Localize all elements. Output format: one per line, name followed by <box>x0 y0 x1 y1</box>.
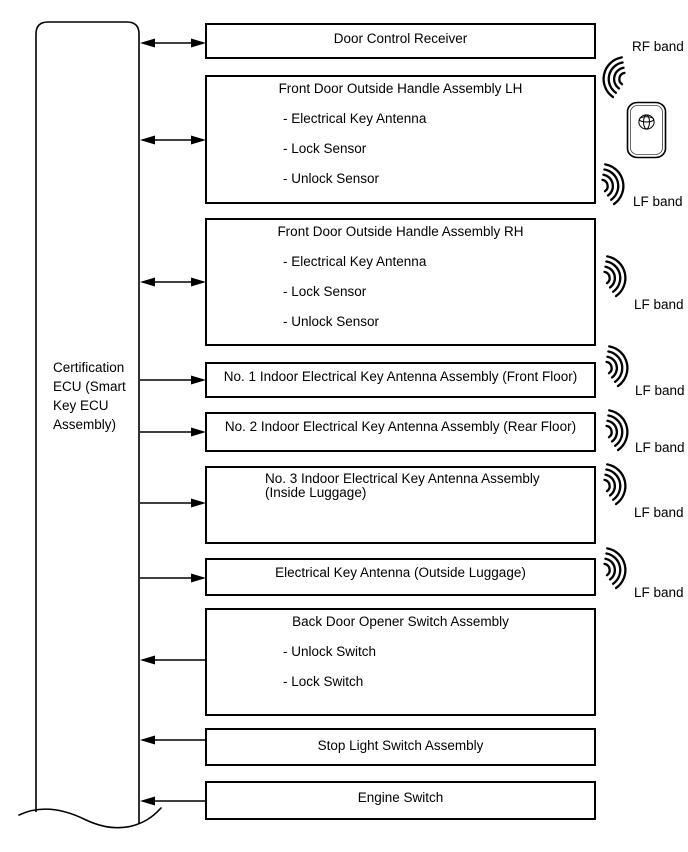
arrow-back-door-opener <box>140 655 206 665</box>
lf-radio-waves-icon <box>603 463 627 506</box>
box-item: - Unlock Sensor <box>283 314 380 329</box>
box-title: Back Door Opener Switch Assembly <box>292 614 509 629</box>
lf-radio-waves-icon <box>601 163 625 206</box>
box-title: Door Control Receiver <box>333 31 468 46</box>
box-no3-indoor-antenna: No. 3 Indoor Electrical Key Antenna Asse… <box>205 466 596 544</box>
box-item: - Unlock Sensor <box>283 171 380 186</box>
box-title: Electrical Key Antenna (Outside Luggage) <box>275 565 526 580</box>
lf-radio-waves-icon <box>605 345 629 388</box>
arrow-stop-light-switch <box>140 735 206 745</box>
toyota-logo-icon <box>638 114 655 130</box>
arrow-no3-indoor-antenna <box>140 498 206 508</box>
lf-band-label: LF band <box>633 194 683 209</box>
lf-band-label: LF band <box>634 505 684 520</box>
box-item: - Unlock Switch <box>283 644 377 659</box>
box-item: - Electrical Key Antenna <box>283 254 427 269</box>
ecu-label: Certification ECU (Smart Key ECU Assembl… <box>53 360 126 432</box>
box-front-door-handle-rh: Front Door Outside Handle Assembly RH - … <box>205 218 596 346</box>
box-back-door-opener-switch: Back Door Opener Switch Assembly - Unloc… <box>205 608 596 716</box>
rf-band-label: RF band <box>632 39 684 54</box>
arrow-door-control-receiver <box>140 38 206 48</box>
box-outside-luggage-antenna: Electrical Key Antenna (Outside Luggage) <box>205 558 596 596</box>
lf-radio-waves-icon <box>603 547 627 590</box>
box-no2-indoor-antenna: No. 2 Indoor Electrical Key Antenna Asse… <box>205 412 596 452</box>
box-title: No. 3 Indoor Electrical Key Antenna Asse… <box>265 471 540 486</box>
box-front-door-handle-lh: Front Door Outside Handle Assembly LH - … <box>205 75 596 204</box>
smart-key-fob-icon <box>626 101 667 159</box>
box-title: No. 2 Indoor Electrical Key Antenna Asse… <box>224 419 577 434</box>
ecu-box-outline <box>18 21 162 829</box>
arrow-no2-indoor-antenna <box>140 427 206 437</box>
box-item: - Lock Switch <box>283 674 364 689</box>
box-title: Front Door Outside Handle Assembly LH <box>278 81 523 96</box>
arrow-outside-luggage-antenna <box>140 573 206 583</box>
box-title: Engine Switch <box>357 790 444 805</box>
ecu-torn-edge <box>18 807 162 829</box>
box-item: - Lock Sensor <box>283 284 367 299</box>
lf-band-label: LF band <box>635 440 685 455</box>
arrow-no1-indoor-antenna <box>140 375 206 385</box>
lf-band-label: LF band <box>634 585 684 600</box>
lf-band-label: LF band <box>634 297 684 312</box>
box-item: - Lock Sensor <box>283 141 367 156</box>
lf-radio-waves-icon <box>605 409 629 452</box>
box-no1-indoor-antenna: No. 1 Indoor Electrical Key Antenna Asse… <box>205 362 596 398</box>
box-title: No. 1 Indoor Electrical Key Antenna Asse… <box>223 369 578 384</box>
box-title-line2: (Inside Luggage) <box>265 485 367 500</box>
box-title: Front Door Outside Handle Assembly RH <box>277 224 524 239</box>
arrow-front-door-rh <box>140 277 206 287</box>
lf-band-label: LF band <box>635 383 685 398</box>
box-engine-switch: Engine Switch <box>205 781 596 820</box>
box-item: - Electrical Key Antenna <box>283 111 427 126</box>
arrow-engine-switch <box>140 796 206 806</box>
box-title: Stop Light Switch Assembly <box>317 738 484 753</box>
lf-radio-waves-icon <box>603 255 627 298</box>
arrow-front-door-lh <box>140 135 206 145</box>
box-door-control-receiver: Door Control Receiver <box>205 23 596 59</box>
rf-radio-waves-icon <box>602 56 626 99</box>
box-stop-light-switch: Stop Light Switch Assembly <box>205 728 596 766</box>
